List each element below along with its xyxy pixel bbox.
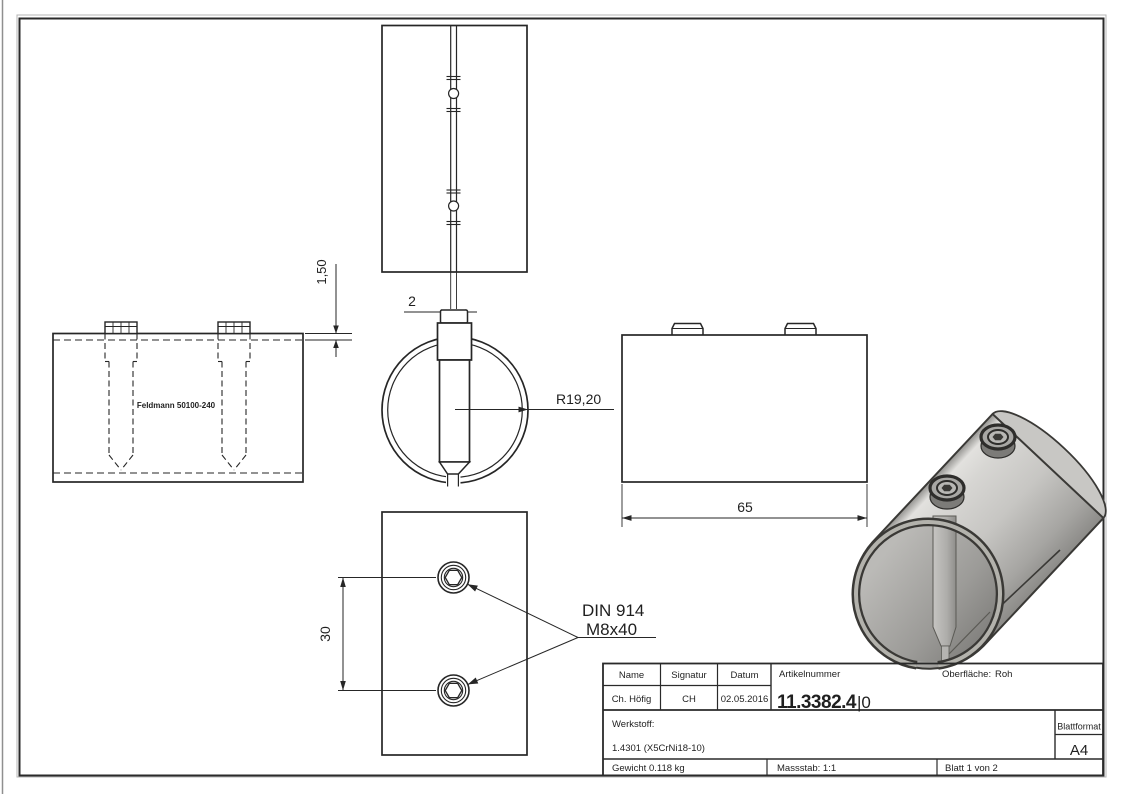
iso-screw-2 xyxy=(979,423,1017,459)
header-artikelnummer: Artikelnummer xyxy=(779,669,840,680)
hex-socket xyxy=(992,433,1004,441)
header-name: Name xyxy=(619,670,644,681)
screw-hole-top-2 xyxy=(448,200,460,212)
screw-standard-text: DIN 914 xyxy=(582,601,644,620)
title-block-outline xyxy=(602,662,1104,777)
screw-size-text: M8x40 xyxy=(586,620,637,639)
hex-socket xyxy=(444,569,463,586)
front-view xyxy=(621,322,868,483)
header-oberflaeche: Oberfläche: xyxy=(942,669,991,680)
dim-wall-thickness xyxy=(305,264,352,357)
dim-wall-thickness-text: 1,50 xyxy=(314,259,329,284)
title-block xyxy=(602,662,1104,777)
part-label-text: Feldmann 50100-240 xyxy=(137,401,216,410)
arrowhead xyxy=(340,577,346,587)
side-view-outline xyxy=(52,332,304,483)
arrowhead xyxy=(857,515,867,521)
hidden-screw-2 xyxy=(217,321,251,471)
screw-head-bump-1 xyxy=(671,322,704,335)
thread-ticks xyxy=(446,75,461,226)
drawing-border xyxy=(18,17,1105,777)
top-view-outline xyxy=(381,24,528,273)
dim-hole-spacing-text: 30 xyxy=(317,626,333,642)
value-blatt: Blatt 1 von 2 xyxy=(945,763,998,774)
arrowhead xyxy=(518,406,528,413)
hex-socket xyxy=(444,682,463,699)
tube-interior xyxy=(860,526,996,662)
screw-tip xyxy=(438,461,472,475)
arrowhead xyxy=(622,515,632,521)
bottom-view xyxy=(381,511,528,756)
interior-slot-edge xyxy=(948,611,991,655)
value-artikelnummer-suffix: |0 xyxy=(857,693,871,712)
dim-length-text: 65 xyxy=(737,499,753,515)
tube-rim-face xyxy=(854,520,1002,668)
value-signatur: CH xyxy=(682,694,696,705)
tube-rim-inner-edge xyxy=(858,524,998,663)
value-massstab: Massstab: 1:1 xyxy=(777,763,836,774)
sheet-shadow-border xyxy=(16,14,1107,778)
end-view xyxy=(381,309,529,488)
value-oberflaeche: Roh xyxy=(995,669,1012,680)
arrowhead xyxy=(340,681,346,691)
dim-length xyxy=(621,484,868,527)
header-blattformat: Blattformat xyxy=(1057,722,1101,732)
header-signatur: Signatur xyxy=(671,670,706,681)
iso-screw-1 xyxy=(928,474,966,510)
screw-spec-leader xyxy=(467,583,656,685)
dim-hole-spacing xyxy=(338,577,436,691)
hidden-screw-1 xyxy=(104,321,138,471)
side-view xyxy=(52,321,304,483)
header-datum: Datum xyxy=(731,670,759,681)
screw-hole-top-1 xyxy=(448,87,460,100)
iso-view xyxy=(851,410,1107,670)
value-werkstoff: 1.4301 (X5CrNi18-10) xyxy=(612,743,705,754)
header-werkstoff: Werkstoff: xyxy=(612,719,654,730)
bottom-view-outline xyxy=(381,511,528,756)
screw-head-bump-2 xyxy=(784,322,817,335)
value-gewicht: Gewicht 0.118 kg xyxy=(612,763,685,774)
interior-screw xyxy=(932,515,957,647)
end-view-screw xyxy=(436,309,473,475)
arrowhead xyxy=(333,340,339,348)
value-artikelnummer: 11.3382.4 xyxy=(777,692,857,713)
value-blattformat: A4 xyxy=(1070,742,1088,759)
value-datum: 02.05.2016 xyxy=(721,694,769,705)
dim-radius xyxy=(455,406,614,413)
value-name: Ch. Höfig xyxy=(612,694,652,705)
socket-screw-2 xyxy=(437,674,470,707)
dim-radius-text: R19,20 xyxy=(556,391,601,407)
socket-screw-1 xyxy=(437,561,470,594)
arrowhead xyxy=(333,325,339,334)
front-view-outline xyxy=(621,334,868,483)
title-block-text: Name Signatur Datum Artikelnummer Oberfl… xyxy=(612,669,1102,774)
arrowhead xyxy=(467,677,479,685)
arrowhead xyxy=(467,584,478,592)
dim-slot-width-text: 2 xyxy=(408,293,416,309)
top-view xyxy=(381,24,528,309)
hex-socket xyxy=(941,484,953,492)
